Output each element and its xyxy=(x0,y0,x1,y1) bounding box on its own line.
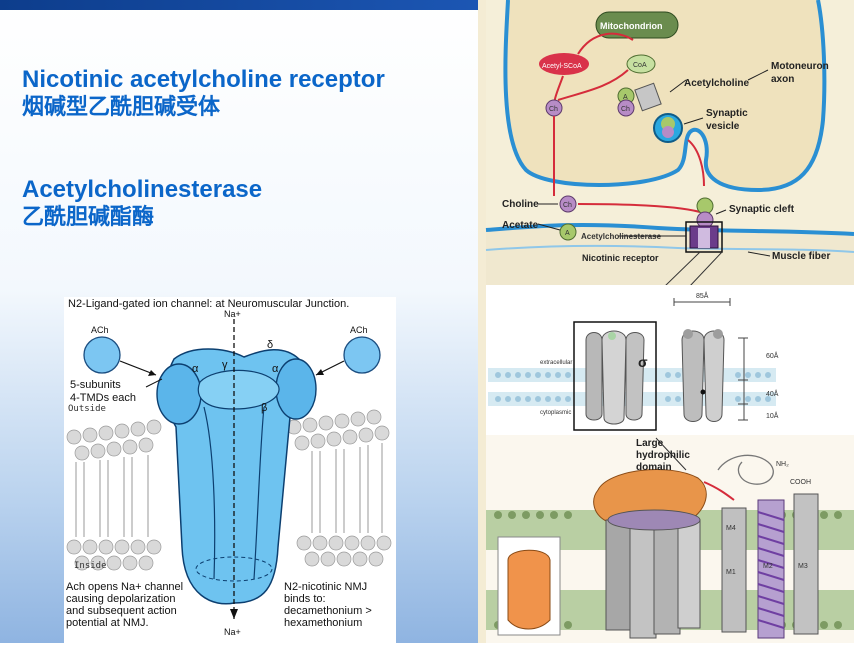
na-label-top: Na+ xyxy=(224,309,241,319)
caption-left-line-2: causing depolarization xyxy=(66,593,176,605)
nicotinic-receptor-label: Nicotinic receptor xyxy=(582,253,659,263)
caption-right-line-4: hexamethonium xyxy=(284,617,363,629)
beta-subunit-label: β xyxy=(261,402,268,414)
caption-left-line-3: and subsequent action xyxy=(66,605,177,617)
muscle-fiber-label: Muscle fiber xyxy=(772,251,830,262)
m2-label: M2 xyxy=(763,563,773,570)
dim-10-label: 10Å xyxy=(766,411,779,420)
na-label-bottom: Na+ xyxy=(224,627,241,637)
left-figure-title: N2-Ligand-gated ion channel: at Neuromus… xyxy=(68,298,350,310)
acetate-label: Acetate xyxy=(502,220,539,231)
alpha-subunit-label-right: α xyxy=(272,363,279,375)
channel-protein xyxy=(156,319,317,619)
dim-60-label: 60Å xyxy=(766,351,779,360)
sigma-label: σ xyxy=(638,354,648,370)
dim-40-label: 40Å xyxy=(766,389,779,398)
heading-nicotinic-receptor: Nicotinic acetylcholine receptor 烟碱型乙酰胆碱… xyxy=(22,66,385,122)
receptor-structure-panel xyxy=(486,285,854,435)
synaptic-vesicle-label-2: vesicle xyxy=(706,121,740,132)
large-domain-label-1: Large xyxy=(636,438,664,449)
channel-illustration xyxy=(64,319,396,619)
delta-subunit-label: δ xyxy=(267,339,274,351)
heading-nicotinic-receptor-en: Nicotinic acetylcholine receptor xyxy=(22,66,385,93)
heading-acetylcholinesterase-zh: 乙酰胆碱酯酶 xyxy=(22,205,155,230)
choline-label: Choline xyxy=(502,199,539,210)
large-domain-label-2: hydrophilic xyxy=(636,450,690,461)
caption-right-line-1: N2-nicotinic NMJ xyxy=(284,581,368,593)
caption-left-line-1: Ach opens Na+ channel xyxy=(66,581,184,593)
ach-molecule-right xyxy=(343,336,381,374)
motoneuron-axon-label-2: axon xyxy=(771,74,794,85)
m1-label: M1 xyxy=(726,569,736,576)
m3-label: M3 xyxy=(798,563,808,570)
caption-left: Ach opens Na+ channel causing depolariza… xyxy=(66,581,183,629)
synapse-panel xyxy=(485,0,854,323)
caption-right-line-3: decamethonium > xyxy=(284,605,372,617)
extracellular-label: extracellular xyxy=(540,360,572,366)
a-label-1: A xyxy=(623,94,628,101)
ch-label-2: Ch xyxy=(621,106,630,113)
heading-acetylcholinesterase-en: Acetylcholinesterase xyxy=(22,176,263,203)
top-accent-bar xyxy=(0,0,478,10)
subunits-label-1: 5-subunits xyxy=(70,379,121,391)
cooh-label: COOH xyxy=(790,479,811,486)
subunits-label-2: 4-TMDs each xyxy=(70,392,137,404)
acetylcholine-label: Acetylcholine xyxy=(684,78,749,89)
acetyl-scoa-label: Acetyl-SCoA xyxy=(542,63,582,70)
mitochondrion-label: Mitochondrion xyxy=(600,21,663,31)
a-label-2: A xyxy=(565,230,570,237)
synaptic-vesicle-label-1: Synaptic xyxy=(706,108,748,119)
caption-right: N2-nicotinic NMJ binds to: decamethonium… xyxy=(284,581,372,629)
acetylcholinesterase-label: Acetylcholinesterase xyxy=(581,232,662,241)
large-domain-label-3: domain xyxy=(636,462,672,473)
inside-label: Inside xyxy=(74,561,107,571)
cytoplasmic-label: cytoplasmic xyxy=(540,410,571,416)
ach-label-left: ACh xyxy=(91,325,109,335)
ch-label-1: Ch xyxy=(549,106,558,113)
nmj-illustration: Mitochondrion Acetyl-SCoA CoA Acetylchol… xyxy=(485,0,854,643)
subunit-topology-panel xyxy=(486,435,854,643)
ligand-gated-channel-figure: N2-Ligand-gated ion channel: at Neuromus… xyxy=(64,297,396,643)
coa-label: CoA xyxy=(633,62,647,69)
nh2-label: NH₂ xyxy=(776,461,789,468)
caption-right-line-2: binds to: xyxy=(284,593,326,605)
gamma-subunit-label: γ xyxy=(222,359,228,371)
heading-nicotinic-receptor-zh: 烟碱型乙酰胆碱受体 xyxy=(22,95,221,120)
nmj-schematic-figure: Mitochondrion Acetyl-SCoA CoA Acetylchol… xyxy=(478,0,854,643)
motoneuron-axon-label-1: Motoneuron xyxy=(771,61,829,72)
ach-label-right: ACh xyxy=(350,325,368,335)
synaptic-cleft-label: Synaptic cleft xyxy=(729,204,795,215)
heading-acetylcholinesterase: Acetylcholinesterase 乙酰胆碱酯酶 xyxy=(22,176,262,232)
ach-molecule-left xyxy=(83,336,121,374)
dim-85-label: 85Å xyxy=(696,291,709,300)
ch-label-3: Ch xyxy=(563,202,572,209)
outside-label: Outside xyxy=(68,404,106,414)
caption-left-line-4: potential at NMJ. xyxy=(66,617,149,629)
m4-label: M4 xyxy=(726,525,736,532)
alpha-subunit-label-left: α xyxy=(192,363,199,375)
